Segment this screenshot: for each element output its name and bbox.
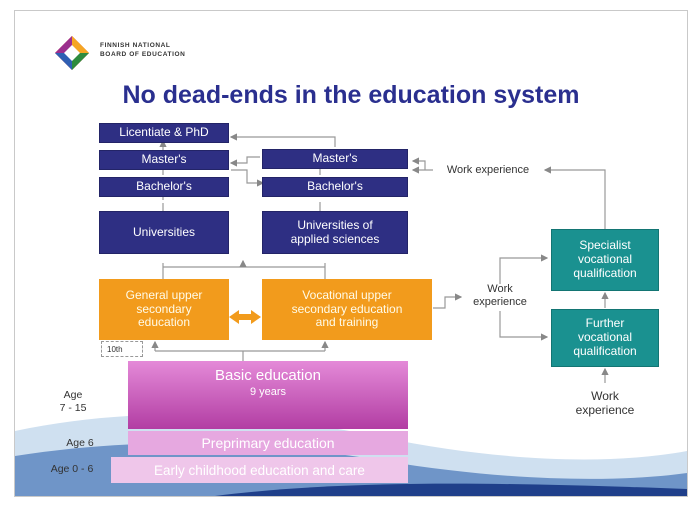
- work-experience-middle-line2: experience: [473, 296, 527, 309]
- organization-name-line1: FINNISH NATIONAL: [100, 42, 171, 49]
- work-experience-label-top: Work experience: [446, 164, 530, 176]
- specialist-vocational-qualification-box: Specialist vocational qualification: [551, 229, 659, 291]
- specialist-qualification-line1: Specialist: [579, 238, 631, 253]
- degree-bachelors-uas: Bachelor's: [262, 177, 408, 197]
- further-qualification-line1: Further: [585, 316, 625, 331]
- general-upper-secondary-line1: General upper: [125, 287, 203, 302]
- uas-box-line2: applied sciences: [290, 231, 380, 246]
- flow-arrows: [151, 133, 609, 383]
- slide: FINNISH NATIONAL BOARD OF EDUCATION No d…: [14, 10, 688, 497]
- age-label-early: Age 0 - 6: [50, 463, 94, 475]
- basic-education-box: Basic education 9 years: [128, 361, 408, 429]
- degree-licentiate-phd: Licentiate & PhD: [99, 123, 229, 143]
- universities-box: Universities: [99, 211, 229, 254]
- page-title: No dead-ends in the education system: [122, 81, 580, 109]
- further-qualification-line3: qualification: [573, 343, 637, 358]
- age-label-basic-line1: Age: [63, 389, 83, 401]
- vocational-upper-secondary-line3: and training: [315, 315, 379, 330]
- double-arrow-icon: [229, 310, 261, 324]
- uas-box-line1: Universities of: [297, 217, 373, 232]
- degree-bachelors-university: Bachelor's: [99, 177, 229, 197]
- organization-name: FINNISH NATIONAL BOARD OF EDUCATION: [100, 42, 185, 60]
- degree-masters-uas: Master's: [262, 149, 408, 169]
- age-label-basic-line2: 7 - 15: [59, 401, 87, 414]
- general-upper-secondary-line3: education: [137, 315, 191, 330]
- further-qualification-line2: vocational: [577, 330, 633, 345]
- further-vocational-qualification-box: Further vocational qualification: [551, 309, 659, 367]
- vocational-upper-secondary-line1: Vocational upper: [302, 287, 392, 302]
- tenth-grade-box: 10th: [101, 341, 143, 357]
- basic-education-duration: 9 years: [249, 386, 287, 398]
- degree-masters-university: Master's: [99, 150, 229, 170]
- work-experience-middle-line1: Work: [487, 283, 513, 295]
- general-upper-secondary-box: General upper secondary education: [99, 279, 229, 340]
- work-experience-label-middle: Work experience: [465, 283, 535, 309]
- age-label-preprimary: Age 6: [66, 437, 94, 449]
- general-upper-secondary-line2: secondary: [136, 301, 192, 316]
- work-experience-bottom-line2: experience: [575, 403, 635, 418]
- vocational-upper-secondary-box: Vocational upper secondary education and…: [262, 279, 432, 340]
- uas-box: Universities of applied sciences: [262, 211, 408, 254]
- logo-diamond-icon: [55, 36, 89, 70]
- early-childhood-education-box: Early childhood education and care: [111, 457, 408, 483]
- specialist-qualification-line2: vocational: [577, 252, 633, 267]
- vocational-upper-secondary-line2: secondary education: [291, 301, 403, 316]
- basic-education-title: Basic education: [215, 367, 321, 384]
- preprimary-education-box: Preprimary education: [128, 431, 408, 455]
- organization-name-line2: BOARD OF EDUCATION: [100, 50, 186, 58]
- work-experience-label-bottom: Work experience: [563, 389, 647, 418]
- specialist-qualification-line3: qualification: [573, 265, 637, 280]
- age-label-basic: Age 7 - 15: [43, 389, 103, 414]
- work-experience-bottom-line1: Work: [591, 389, 619, 403]
